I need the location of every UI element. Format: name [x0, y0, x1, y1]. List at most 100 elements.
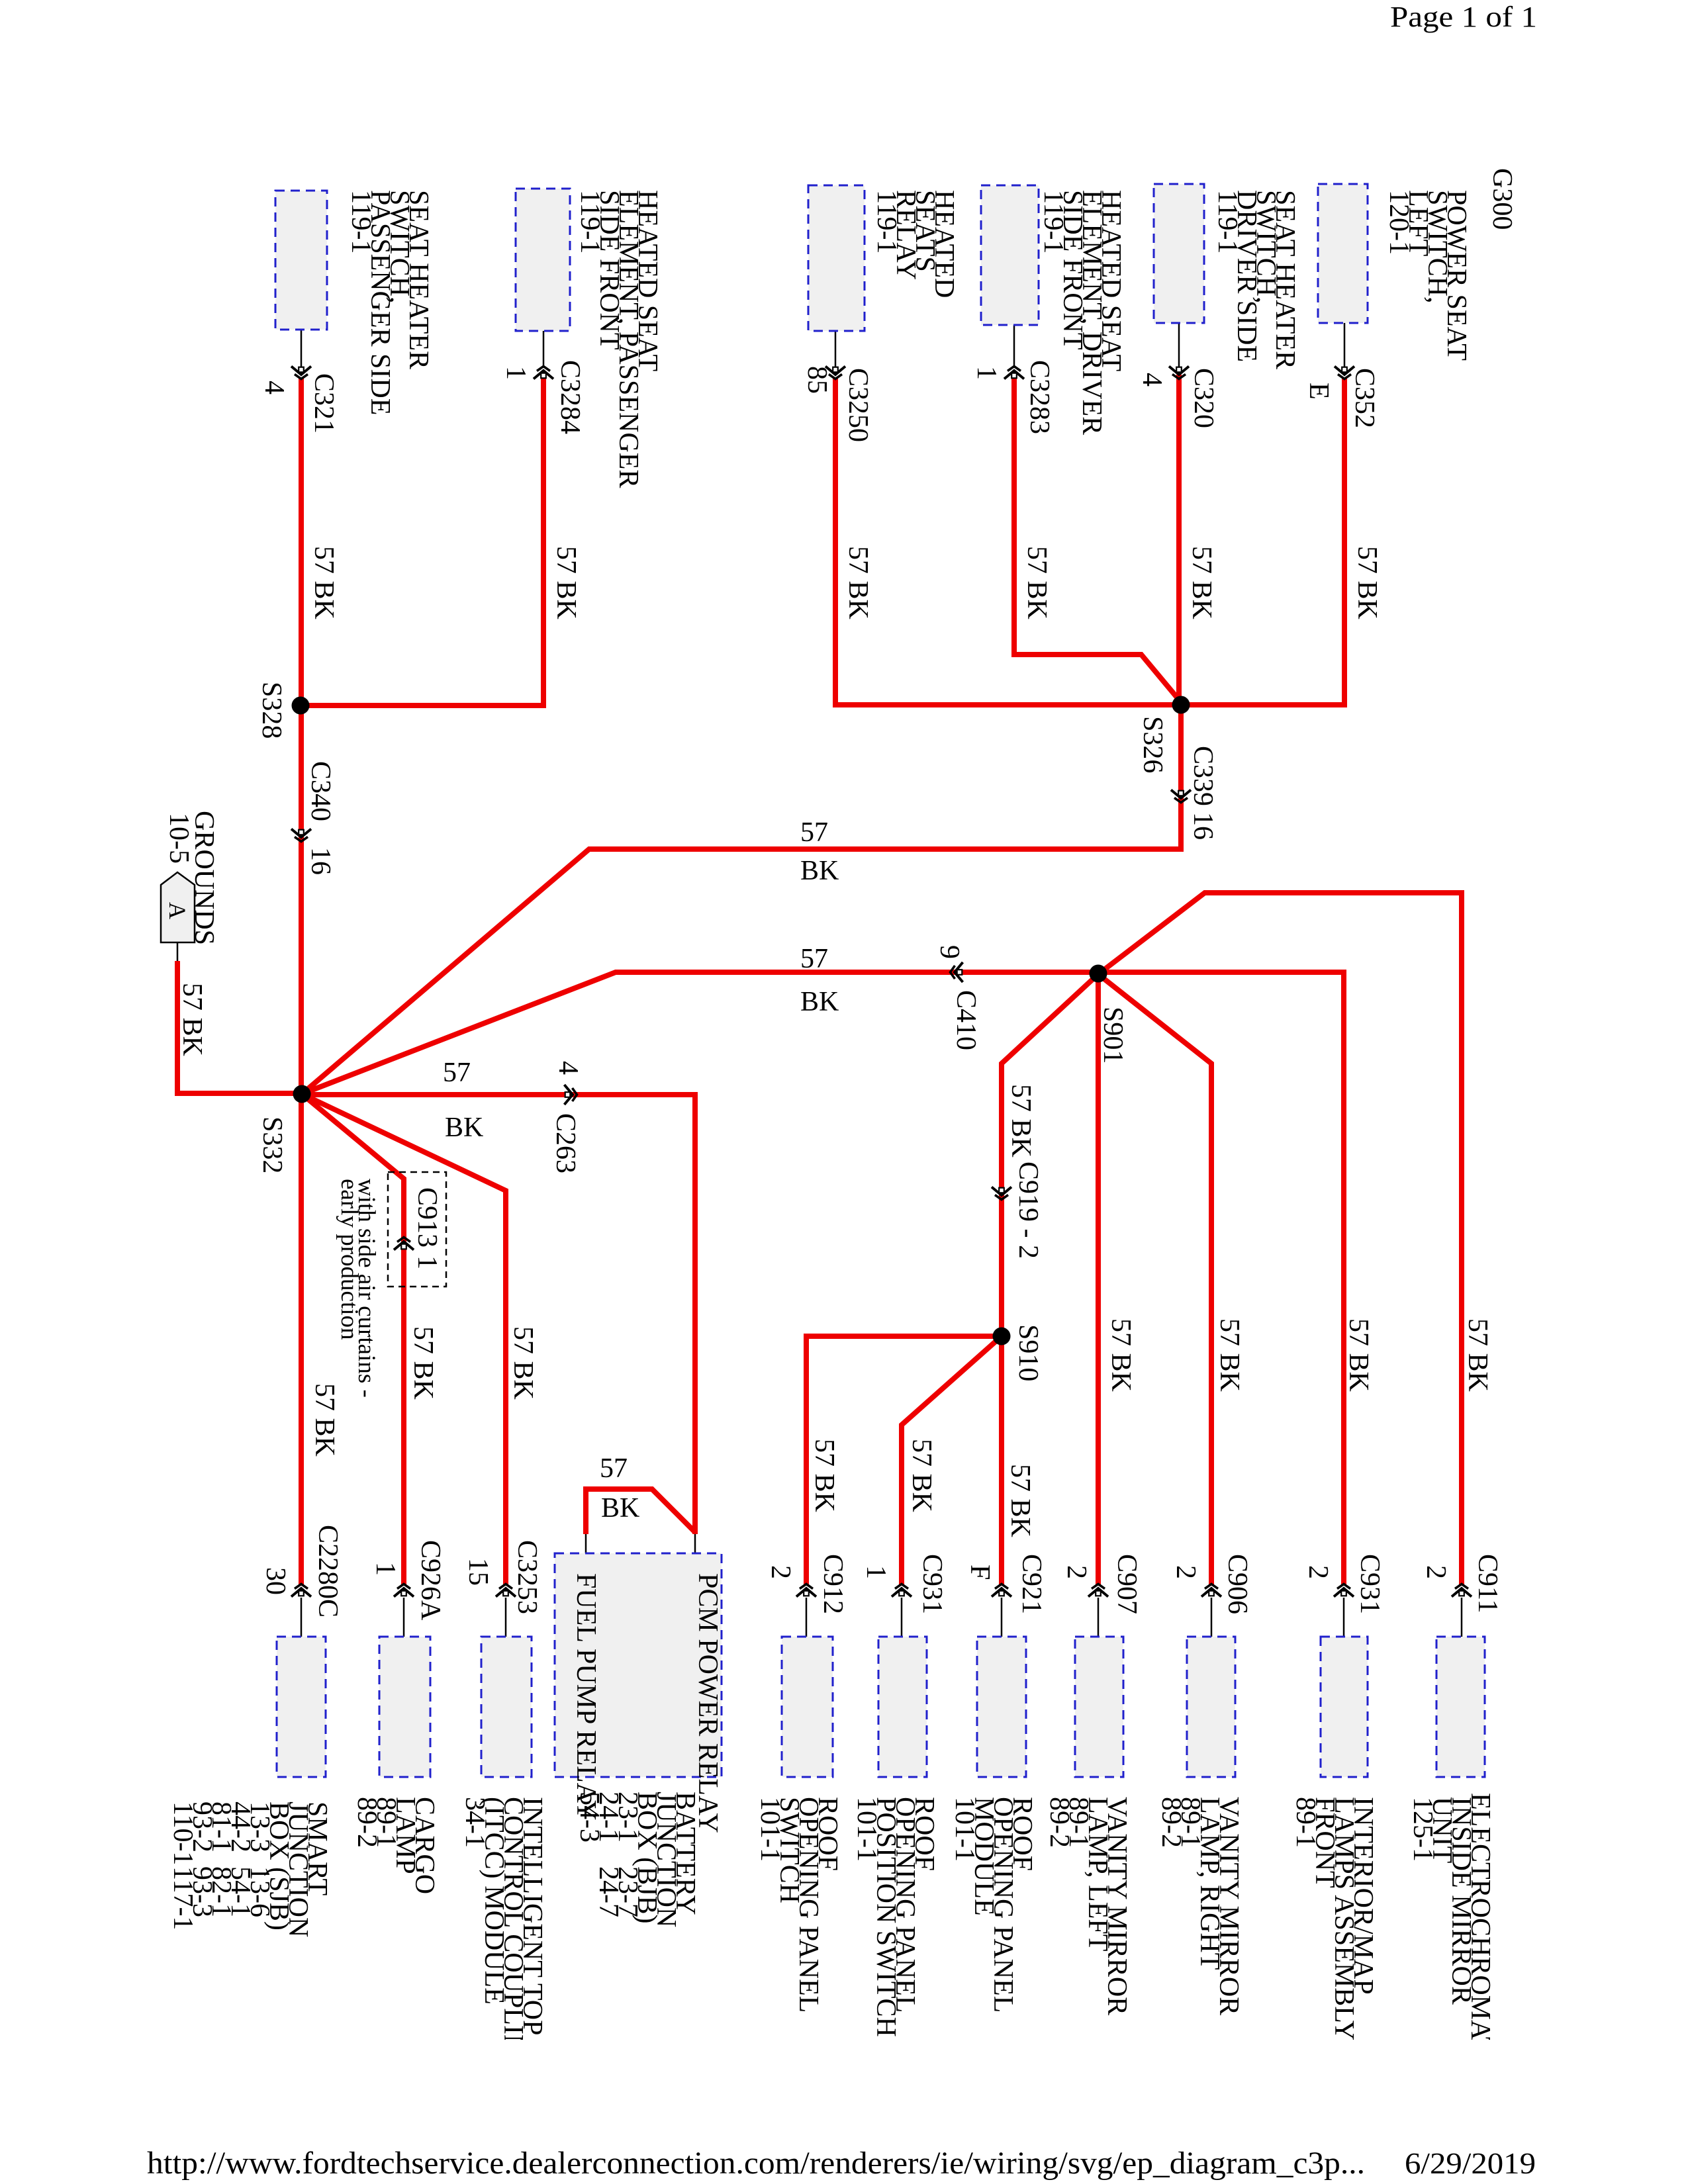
svg-text:23-1: 23-1	[612, 1792, 643, 1843]
svg-text:54-1: 54-1	[225, 1866, 256, 1917]
svg-text:117-1: 117-1	[167, 1866, 198, 1930]
svg-text:FUEL PUMP RELAY: FUEL PUMP RELAY	[571, 1573, 601, 1820]
svg-text:F: F	[964, 1565, 995, 1580]
svg-text:(ITCC) MODULE: (ITCC) MODULE	[479, 1797, 509, 2005]
svg-text:54-3: 54-3	[574, 1792, 604, 1843]
svg-text:1: 1	[412, 1255, 442, 1269]
svg-text:ROOF: ROOF	[812, 1797, 843, 1871]
svg-text:120-1: 120-1	[1383, 190, 1414, 255]
svg-text:MODULE: MODULE	[968, 1797, 999, 1916]
svg-text:4: 4	[553, 1061, 583, 1075]
svg-text:6/29/2019: 6/29/2019	[1405, 2146, 1536, 2180]
svg-text:57 BK: 57 BK	[177, 983, 207, 1056]
svg-text:2: 2	[1303, 1565, 1333, 1579]
svg-text:57 BK: 57 BK	[843, 546, 873, 619]
svg-text:C911: C911	[1472, 1554, 1503, 1613]
svg-text:57 BK: 57 BK	[1462, 1318, 1493, 1392]
svg-text:LAMP, RIGHT: LAMP, RIGHT	[1194, 1797, 1225, 1970]
svg-text:57 BK: 57 BK	[809, 1439, 839, 1512]
svg-text:S326: S326	[1137, 716, 1168, 773]
svg-text:57 BK: 57 BK	[308, 546, 339, 619]
svg-text:57 BK: 57 BK	[1214, 1318, 1244, 1392]
svg-text:E: E	[1303, 383, 1334, 400]
svg-text:C907: C907	[1111, 1554, 1142, 1614]
svg-text:23-7: 23-7	[612, 1866, 643, 1917]
svg-text:81-1: 81-1	[206, 1801, 236, 1852]
svg-text:C3253: C3253	[512, 1540, 542, 1614]
svg-text:C339: C339	[1188, 746, 1218, 806]
svg-text:INTELLIGENT TOP: INTELLIGENT TOP	[517, 1797, 547, 2035]
svg-text:C2280C: C2280C	[312, 1525, 343, 1617]
svg-text:2: 2	[765, 1565, 796, 1579]
svg-text:9: 9	[934, 945, 964, 959]
svg-text:BK: BK	[800, 856, 839, 886]
svg-text:57 BK: 57 BK	[1006, 1084, 1036, 1158]
svg-text:OPENING PANEL: OPENING PANEL	[988, 1797, 1018, 2013]
svg-text:57 BK: 57 BK	[508, 1326, 538, 1400]
svg-text:INTERIOR/MAP: INTERIOR/MAP	[1348, 1797, 1378, 1995]
svg-text:2: 2	[1421, 1565, 1451, 1579]
svg-text:C340: C340	[305, 761, 336, 821]
svg-text:S910: S910	[1013, 1324, 1043, 1381]
svg-text:POSITION SWITCH: POSITION SWITCH	[870, 1797, 901, 2037]
svg-text:C263: C263	[550, 1113, 581, 1173]
svg-text:SMART: SMART	[302, 1801, 332, 1895]
svg-text:OPENING PANEL: OPENING PANEL	[793, 1797, 823, 2013]
svg-text:57 BK: 57 BK	[1005, 1464, 1035, 1537]
svg-text:57: 57	[800, 817, 828, 848]
svg-text:119-1: 119-1	[575, 190, 605, 253]
svg-text:C921: C921	[1016, 1554, 1047, 1614]
svg-text:57 BK: 57 BK	[1352, 546, 1382, 619]
svg-text:HEATED: HEATED	[929, 190, 959, 298]
svg-text:HEATED SEAT: HEATED SEAT	[1096, 190, 1126, 371]
svg-text:89-2: 89-2	[1044, 1797, 1074, 1848]
svg-text:89-1: 89-1	[1175, 1797, 1205, 1848]
svg-text:S332: S332	[257, 1116, 287, 1173]
svg-text:VANITY MIRROR: VANITY MIRROR	[1213, 1797, 1244, 2015]
svg-text:89-2: 89-2	[352, 1797, 382, 1848]
svg-text:119-1: 119-1	[871, 190, 902, 253]
svg-text:LEFT: LEFT	[1403, 190, 1433, 256]
svg-text:13-6: 13-6	[244, 1866, 275, 1917]
svg-text:BATTERY: BATTERY	[670, 1792, 700, 1915]
svg-text:82-1: 82-1	[206, 1866, 236, 1917]
svg-text:24-7: 24-7	[593, 1866, 624, 1917]
svg-text:4: 4	[1137, 373, 1167, 387]
svg-text:13-3: 13-3	[244, 1801, 275, 1852]
svg-text:125-1: 125-1	[1407, 1797, 1438, 1862]
svg-text:16: 16	[305, 847, 336, 875]
svg-text:119-1: 119-1	[1038, 190, 1068, 253]
svg-text:LAMP: LAMP	[390, 1797, 420, 1874]
svg-text:1: 1	[861, 1565, 891, 1579]
svg-text:C912: C912	[818, 1554, 848, 1614]
svg-text:89-2: 89-2	[1156, 1797, 1186, 1848]
svg-text:34-1: 34-1	[459, 1797, 490, 1848]
svg-text:SWITCH: SWITCH	[774, 1797, 804, 1903]
svg-text:BOX (BJB): BOX (BJB)	[632, 1792, 662, 1924]
svg-text:101-1: 101-1	[949, 1797, 980, 1862]
svg-text:57 BK: 57 BK	[1186, 546, 1217, 619]
svg-text:SIDE FRONT: SIDE FRONT	[1057, 190, 1088, 350]
svg-text:SWITCH,: SWITCH,	[1422, 190, 1452, 304]
svg-text:119-1: 119-1	[1212, 190, 1243, 253]
svg-text:PCM POWER RELAY: PCM POWER RELAY	[692, 1573, 723, 1833]
svg-text:ELECTROCHROMATIC: ELECTROCHROMATIC	[1465, 1793, 1495, 2081]
svg-text:SEAT HEATER: SEAT HEATER	[403, 190, 434, 369]
svg-text:LAMPS ASSEMBLY: LAMPS ASSEMBLY	[1329, 1797, 1359, 2040]
svg-text:HEATED SEAT: HEATED SEAT	[632, 190, 663, 371]
svg-text:57: 57	[443, 1058, 471, 1088]
svg-text:A: A	[164, 902, 191, 919]
svg-text:57 BK: 57 BK	[1105, 1318, 1136, 1392]
svg-text:DRIVER SIDE: DRIVER SIDE	[1231, 190, 1262, 362]
svg-text:CARGO: CARGO	[409, 1797, 440, 1894]
svg-text:57 BK: 57 BK	[551, 546, 581, 619]
svg-text:BK: BK	[445, 1113, 483, 1143]
svg-text:85: 85	[802, 366, 832, 394]
svg-text:PASSENGER SIDE: PASSENGER SIDE	[365, 190, 395, 415]
svg-text:FRONT: FRONT	[1309, 1797, 1340, 1888]
svg-text:30: 30	[260, 1567, 291, 1595]
svg-text:early production: early production	[336, 1179, 363, 1340]
svg-text:http://www.fordtechservice.dea: http://www.fordtechservice.dealerconnect…	[147, 2146, 1365, 2181]
svg-text:57 BK: 57 BK	[309, 1383, 340, 1457]
svg-text:101-1: 101-1	[755, 1797, 785, 1862]
